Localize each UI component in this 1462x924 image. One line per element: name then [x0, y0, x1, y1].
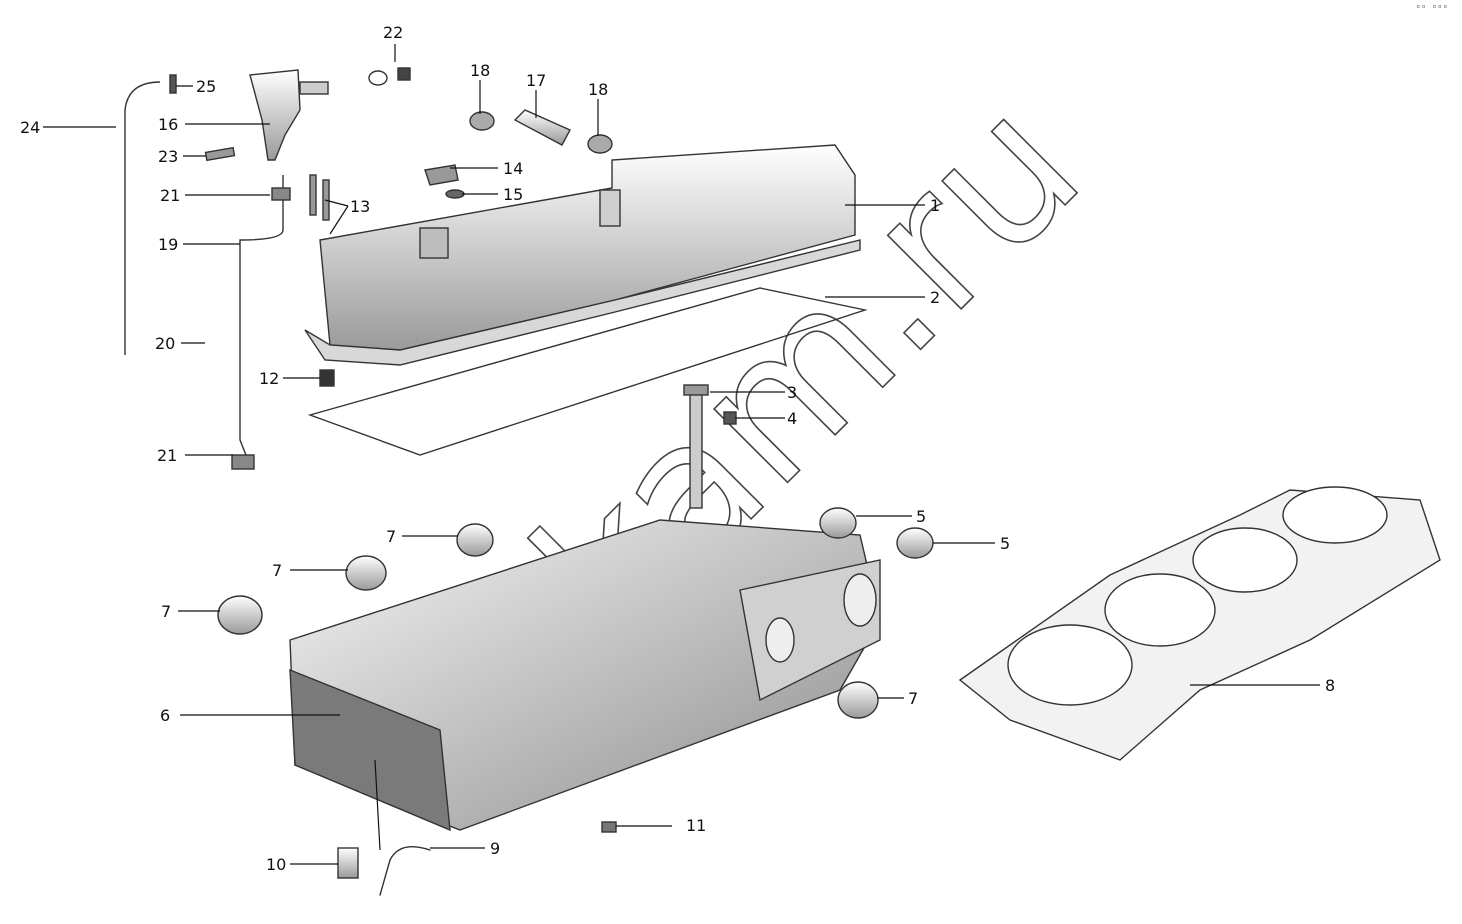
clip-22 [368, 67, 411, 86]
svg-text:23: 23 [158, 147, 178, 166]
callout-10: 10 [266, 855, 338, 874]
plug-7d [837, 681, 879, 719]
callout-2: 2 [825, 288, 940, 307]
plug-5a [819, 507, 857, 539]
svg-text:22: 22 [383, 23, 403, 42]
callout-6: 6 [160, 706, 340, 725]
svg-text:18: 18 [470, 61, 490, 80]
svg-text:24: 24 [20, 118, 40, 137]
callout-5b: 5 [933, 534, 1010, 553]
svg-text:10: 10 [266, 855, 286, 874]
breather-assembly [124, 69, 329, 470]
sleeve-10 [337, 847, 359, 879]
valve-cover-gasket [307, 287, 868, 456]
callout-21a: 21 [160, 186, 270, 205]
svg-text:1: 1 [930, 196, 940, 215]
callout-1: 1 [845, 196, 940, 215]
svg-text:7: 7 [272, 561, 282, 580]
callout-18b: 18 [588, 80, 608, 136]
washer-15 [445, 189, 465, 199]
callout-23: 23 [158, 147, 206, 166]
svg-text:8: 8 [1325, 676, 1335, 695]
svg-text:7: 7 [161, 602, 171, 621]
callout-19: 19 [158, 235, 240, 254]
svg-text:12: 12 [259, 369, 279, 388]
svg-text:4: 4 [787, 409, 797, 428]
callout-7b: 7 [272, 561, 348, 580]
plug-7b [345, 555, 387, 591]
callout-21b: 21 [157, 446, 233, 465]
plug-5b [896, 527, 934, 559]
callout-11: 11 [616, 816, 706, 835]
callout-12: 12 [259, 369, 320, 388]
bushing-12 [319, 369, 335, 387]
valve-cover [304, 144, 861, 366]
callout-4: 4 [735, 409, 797, 428]
cap-14 [424, 164, 459, 186]
svg-text:16: 16 [158, 115, 178, 134]
studs-13 [309, 174, 330, 221]
head-gasket [958, 486, 1441, 761]
callout-9: 9 [374, 759, 500, 858]
callout-17: 17 [526, 71, 546, 118]
svg-text:21: 21 [157, 446, 177, 465]
callout-13: 13 [324, 197, 370, 235]
plug-7a [456, 523, 494, 557]
corner-mark: ᵒᵒ ᵒᵒᵒ [1415, 4, 1448, 14]
clamp-18b [587, 134, 613, 154]
svg-text:25: 25 [196, 77, 216, 96]
callout-24: 24 [20, 118, 116, 137]
callout-8: 8 [1190, 676, 1335, 695]
svg-text:20: 20 [155, 334, 175, 353]
callout-20: 20 [155, 334, 205, 353]
svg-text:6: 6 [160, 706, 170, 725]
svg-text:13: 13 [350, 197, 370, 216]
svg-text:15: 15 [503, 185, 523, 204]
svg-text:11: 11 [686, 816, 706, 835]
plug-11 [601, 821, 617, 833]
svg-text:14: 14 [503, 159, 523, 178]
callout-25: 25 [176, 77, 216, 96]
callout-7a: 7 [386, 527, 458, 546]
svg-text:18: 18 [588, 80, 608, 99]
callout-22: 22 [383, 23, 403, 62]
svg-text:21: 21 [160, 186, 180, 205]
callout-3: 3 [710, 383, 797, 402]
svg-text:7: 7 [386, 527, 396, 546]
plug-7c [217, 595, 263, 635]
callout-5a: 5 [856, 507, 926, 526]
svg-text:17: 17 [526, 71, 546, 90]
callout-7d: 7 [878, 689, 918, 708]
svg-text:9: 9 [490, 839, 500, 858]
svg-text:19: 19 [158, 235, 178, 254]
callout-15: 15 [462, 185, 523, 204]
callout-7c: 7 [161, 602, 220, 621]
svg-text:2: 2 [930, 288, 940, 307]
water-pipe [379, 846, 431, 896]
svg-text:5: 5 [916, 507, 926, 526]
callout-16: 16 [158, 115, 270, 134]
svg-text:7: 7 [908, 689, 918, 708]
svg-text:3: 3 [787, 383, 797, 402]
cylinder-head [289, 519, 881, 832]
hose-17 [513, 109, 571, 146]
clamp-18a [469, 111, 495, 131]
svg-text:5: 5 [1000, 534, 1010, 553]
callout-18a: 18 [470, 61, 490, 114]
callout-14: 14 [450, 159, 523, 178]
